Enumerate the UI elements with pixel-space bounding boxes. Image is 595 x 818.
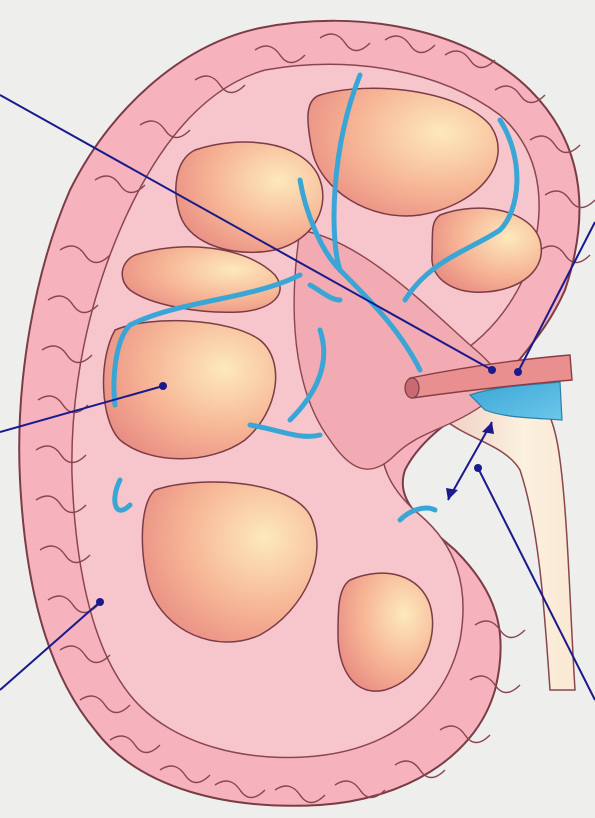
pointer-renal-cortex-dot <box>96 598 104 606</box>
pyramid-top-right <box>432 208 541 292</box>
pointer-ureter-dot <box>474 464 482 472</box>
pointer-renal-artery-dot <box>514 368 522 376</box>
pyramid-top-left <box>176 142 323 252</box>
arrowhead-bottom <box>446 488 458 500</box>
artery-opening <box>405 378 419 398</box>
pointer-renal-pyramid-dot <box>159 382 167 390</box>
pointer-renal-vein-dot <box>488 366 496 374</box>
